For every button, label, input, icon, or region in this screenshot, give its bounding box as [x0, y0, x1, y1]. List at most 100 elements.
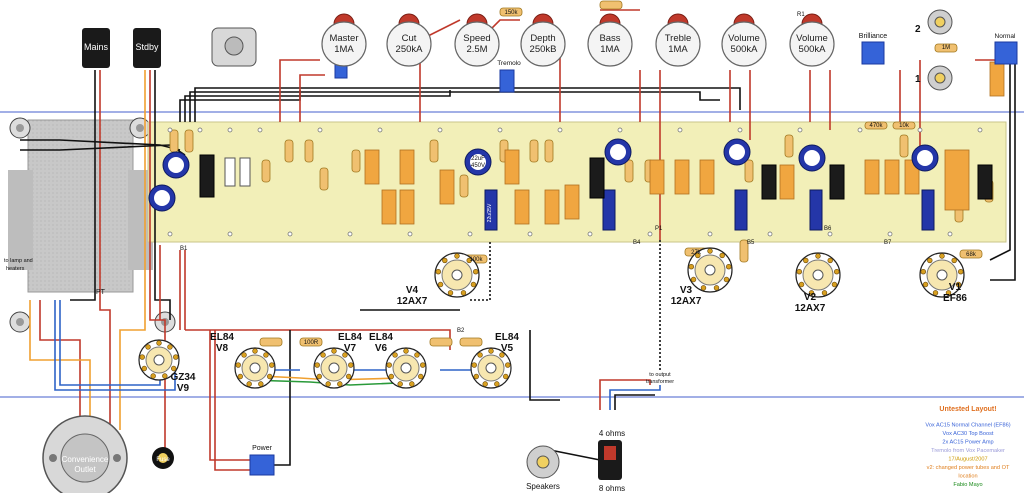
to-output-label: to output: [649, 372, 671, 378]
cap-22u-25v-label: 22u/25V: [487, 203, 493, 222]
stdby-label: Stdby: [135, 42, 159, 52]
brilliance-label: Brilliance: [859, 33, 888, 40]
note-line: location: [958, 474, 977, 480]
normal-label: Normal: [995, 33, 1017, 40]
r-10k-label: 10k: [899, 123, 910, 129]
jack-label-1: 1: [915, 74, 921, 85]
tube-type-label: EL84: [210, 332, 234, 343]
tube-model-label: V7: [344, 343, 357, 354]
tube-model-label: EF86: [943, 293, 967, 304]
four-ohms-label: 4 ohms: [599, 429, 625, 438]
b2-label: B2: [457, 328, 465, 334]
pot-value-label: 1MA: [668, 44, 688, 55]
r-1m-label: 1M: [942, 45, 950, 51]
pot-value-label: 500kA: [731, 44, 759, 55]
r-150k-label: 150k: [504, 10, 518, 16]
tube-model-label: V5: [501, 343, 514, 354]
tube-type-label: V4: [406, 285, 419, 296]
r-100r-label: 100R: [304, 340, 319, 346]
impedance-selector[interactable]: [598, 440, 622, 480]
power-label: Power: [252, 445, 273, 452]
convenience-outlet: [42, 415, 128, 498]
tube-model-label: 12AX7: [397, 296, 428, 307]
pot-name-label: Volume: [728, 33, 760, 44]
cap-450v-label: 450V: [471, 163, 485, 169]
b1-label: B1: [180, 246, 188, 252]
mains-label: Mains: [84, 42, 109, 52]
fuse-holder: [152, 447, 174, 469]
pot-name-label: Treble: [665, 33, 692, 44]
r-68k-label: 68k: [966, 252, 977, 258]
tube-model-label: V9: [177, 383, 190, 394]
to-lamp-label: to lamp and: [4, 258, 33, 264]
board-black-caps: [199, 154, 993, 200]
board-electrolytic-caps: [148, 138, 939, 231]
pot-value-label: 1MA: [334, 44, 354, 55]
standby-switch[interactable]: [133, 28, 161, 68]
pot-name-label: Speed: [463, 33, 490, 44]
note-line: Vox AC30 Top Boost: [943, 431, 994, 437]
pot-name-label: Cut: [402, 33, 417, 44]
switch-blocks: [249, 41, 1018, 476]
board-turrets: [167, 127, 983, 237]
r-470k-label: 470k: [869, 123, 883, 129]
board-film-caps: [364, 61, 1005, 225]
note-line: Tremolo from Vox Pacemaker: [931, 448, 1005, 454]
b4-label: B4: [633, 240, 641, 246]
note-line: v2: changed power tubes and OT: [927, 465, 1010, 471]
notes-block: Untested Layout!Vox AC15 Normal Channel …: [925, 406, 1010, 488]
r1-label: R1: [797, 12, 805, 18]
tube-model-label: 12AX7: [795, 303, 826, 314]
wiring: [20, 9, 1016, 471]
note-line: Untested Layout!: [939, 406, 996, 413]
pot-value-label: 250kB: [530, 44, 557, 55]
speaker-jack[interactable]: [526, 445, 560, 479]
outlet-label: Outlet: [74, 465, 96, 474]
mains-switch[interactable]: [82, 28, 110, 68]
r-27k-label: 27k: [691, 250, 702, 256]
pot-name-label: Depth: [530, 33, 555, 44]
input-jack-2[interactable]: [927, 9, 953, 35]
pot-name-label: Master: [329, 33, 358, 44]
jack-label-2: 2: [915, 24, 921, 35]
tube-model-label: V6: [375, 343, 388, 354]
note-line: Fabio Mayo: [953, 482, 982, 488]
note-line: 17/August/2007: [948, 457, 987, 463]
pot-value-label: 1MA: [600, 44, 620, 55]
pot-name-label: Volume: [796, 33, 828, 44]
heaters-label: heaters: [6, 266, 25, 272]
tube-type-label: V2: [804, 292, 817, 303]
b6-label: B6: [824, 226, 832, 232]
tube-type-label: EL84: [338, 332, 362, 343]
tube-model-label: 12AX7: [671, 296, 702, 307]
convenience-label: Convenience: [62, 455, 109, 464]
pot-name-label: Bass: [599, 33, 620, 44]
tube-type-label: V3: [680, 285, 693, 296]
pot-value-label: 500kA: [799, 44, 827, 55]
pot-layer: Master1MACut250kASpeed2.5MDepth250kBBass…: [321, 13, 835, 67]
fuse-label: Fuse: [156, 457, 170, 463]
pot-value-label: 2.5M: [466, 44, 487, 55]
tube-type-label: EL84: [495, 332, 519, 343]
input-jack-1[interactable]: [927, 65, 953, 91]
b5-label: B5: [747, 240, 755, 246]
b7-label: B7: [884, 240, 892, 246]
mains-socket-top: [211, 27, 257, 67]
r-100k-label: 100k: [469, 257, 483, 263]
